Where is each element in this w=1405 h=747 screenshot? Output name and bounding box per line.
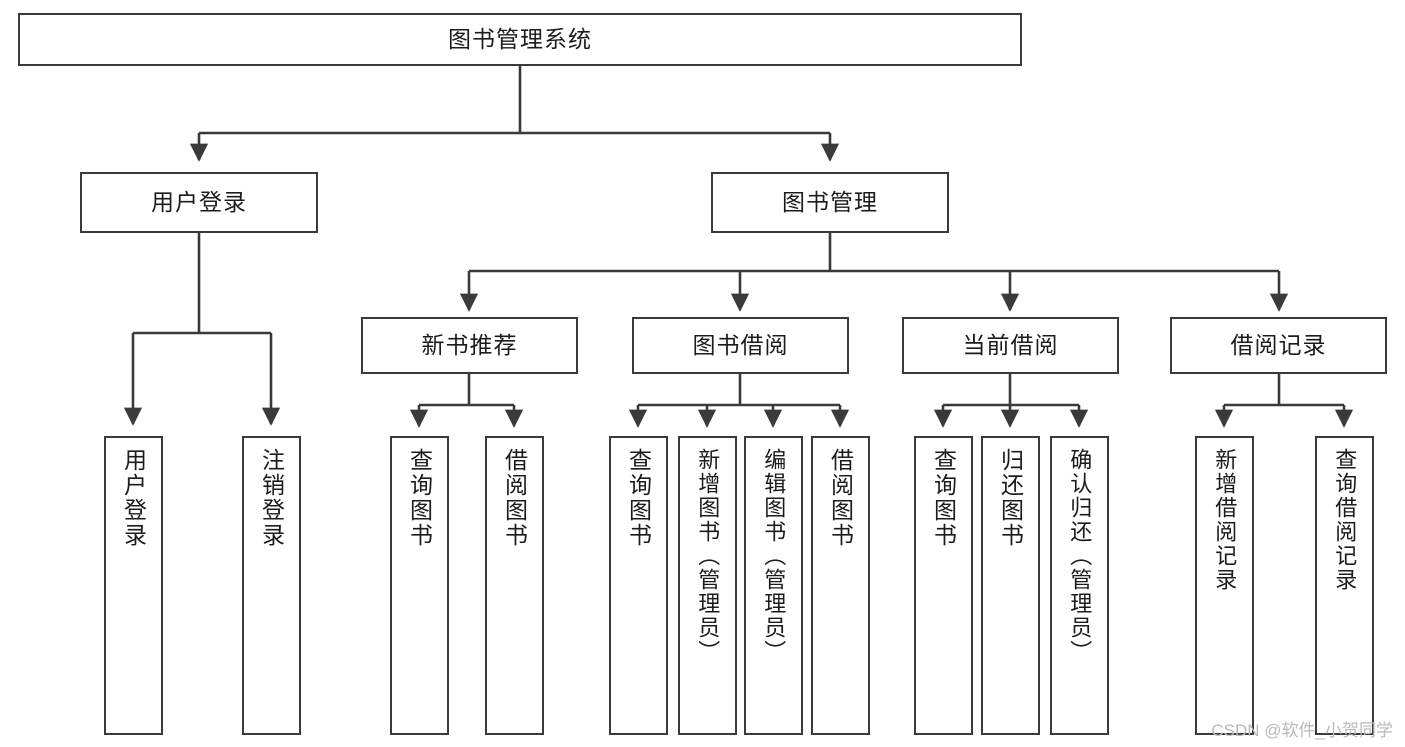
node-root-label: 图书管理系统 [448,25,592,52]
node-book-management[interactable]: 图书管理 [711,172,949,233]
node-leaf-query-book-current[interactable]: 查询图书 [914,436,973,735]
node-leaf-query-book-recommend[interactable]: 查询图书 [390,436,449,735]
node-leaf-add-book-admin-label: 新增图书（管理员） [695,448,721,664]
node-leaf-query-borrow-record[interactable]: 查询借阅记录 [1315,436,1374,735]
node-leaf-confirm-return-admin[interactable]: 确认归还（管理员） [1050,436,1109,735]
node-leaf-return-book[interactable]: 归还图书 [981,436,1040,735]
node-borrow-record[interactable]: 借阅记录 [1170,317,1387,374]
node-borrow-record-label: 借阅记录 [1230,331,1327,358]
node-leaf-borrow-book-label: 借阅图书 [827,448,854,548]
node-leaf-logout-label: 注销登录 [258,448,285,548]
node-current-borrow[interactable]: 当前借阅 [902,317,1119,374]
node-leaf-query-borrow-record-label: 查询借阅记录 [1332,448,1358,592]
node-leaf-edit-book-admin-label: 编辑图书（管理员） [761,448,787,664]
node-leaf-query-book-borrow[interactable]: 查询图书 [609,436,668,735]
node-leaf-borrow-book-recommend[interactable]: 借阅图书 [485,436,544,735]
node-book-management-label: 图书管理 [782,188,878,215]
node-book-borrow-label: 图书借阅 [692,331,789,358]
node-new-book-recommend[interactable]: 新书推荐 [361,317,578,374]
node-leaf-confirm-return-admin-label: 确认归还（管理员） [1067,448,1093,664]
node-leaf-borrow-book[interactable]: 借阅图书 [811,436,870,735]
node-leaf-logout[interactable]: 注销登录 [242,436,301,735]
node-leaf-query-book-current-label: 查询图书 [930,448,957,548]
node-leaf-edit-book-admin[interactable]: 编辑图书（管理员） [744,436,803,735]
node-leaf-return-book-label: 归还图书 [997,448,1024,548]
node-root-book-management-system[interactable]: 图书管理系统 [18,13,1022,66]
node-leaf-add-borrow-record[interactable]: 新增借阅记录 [1195,436,1254,735]
node-user-login-label: 用户登录 [151,188,247,215]
node-leaf-user-login[interactable]: 用户登录 [104,436,163,735]
csdn-watermark: CSDN @软件_小贺同学 [1211,721,1393,740]
node-new-book-recommend-label: 新书推荐 [421,331,518,358]
node-leaf-query-book-recommend-label: 查询图书 [406,448,433,548]
node-leaf-add-borrow-record-label: 新增借阅记录 [1212,448,1238,592]
node-leaf-add-book-admin[interactable]: 新增图书（管理员） [678,436,737,735]
node-leaf-user-login-label: 用户登录 [120,448,147,548]
node-leaf-borrow-book-recommend-label: 借阅图书 [501,448,528,548]
node-user-login[interactable]: 用户登录 [80,172,318,233]
node-leaf-query-book-borrow-label: 查询图书 [625,448,652,548]
node-book-borrow[interactable]: 图书借阅 [632,317,849,374]
node-current-borrow-label: 当前借阅 [962,331,1059,358]
